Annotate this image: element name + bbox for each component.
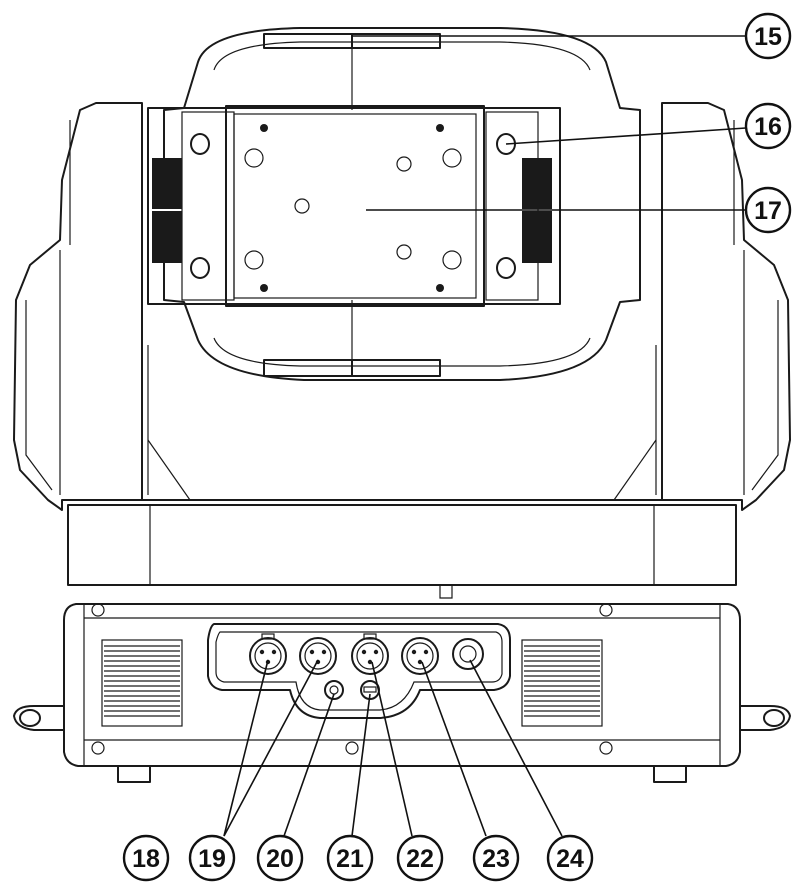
head-housing xyxy=(163,27,641,381)
callout-15-label: 15 xyxy=(754,23,782,51)
connector-19-xlr-out xyxy=(299,637,337,675)
callout-24-label: 24 xyxy=(556,845,584,873)
callout-19: 19 xyxy=(188,834,236,882)
callout-23: 23 xyxy=(472,834,520,882)
base-handle-right xyxy=(739,705,791,731)
callout-21: 21 xyxy=(326,834,374,882)
callout-16: 16 xyxy=(744,102,792,150)
callout-18-label: 18 xyxy=(132,845,160,873)
yoke-body xyxy=(67,299,737,599)
connector-23-xlr-out xyxy=(401,637,439,675)
rear-plate xyxy=(225,105,485,307)
base-vent-right xyxy=(521,639,603,727)
vent-frame xyxy=(101,639,183,727)
callout-20: 20 xyxy=(256,834,304,882)
connector-22-xlr-in xyxy=(351,633,389,675)
vent-frame xyxy=(521,639,603,727)
callout-15: 15 xyxy=(744,12,792,60)
callout-20-label: 20 xyxy=(266,845,294,873)
yoke-left-arm xyxy=(13,102,143,511)
base-handle-left xyxy=(13,705,65,731)
callout-23-label: 23 xyxy=(482,845,510,873)
callout-16-label: 16 xyxy=(754,113,782,141)
base-housing xyxy=(63,603,741,783)
callout-19-label: 19 xyxy=(198,845,226,873)
yoke-right-arm xyxy=(661,102,791,511)
callout-17: 17 xyxy=(744,186,792,234)
connector-18-xlr-in xyxy=(249,633,287,675)
connector-panel xyxy=(207,623,511,719)
leader-lines xyxy=(223,35,747,837)
head-side-vent-left xyxy=(152,158,182,263)
connector-24-power xyxy=(452,638,484,670)
callout-24: 24 xyxy=(546,834,594,882)
base-vent-left xyxy=(101,639,183,727)
callout-18: 18 xyxy=(122,834,170,882)
callout-17-label: 17 xyxy=(754,197,782,225)
callout-22: 22 xyxy=(396,834,444,882)
callout-21-label: 21 xyxy=(336,845,364,873)
head-front-frame xyxy=(147,107,561,305)
callout-22-label: 22 xyxy=(406,845,434,873)
